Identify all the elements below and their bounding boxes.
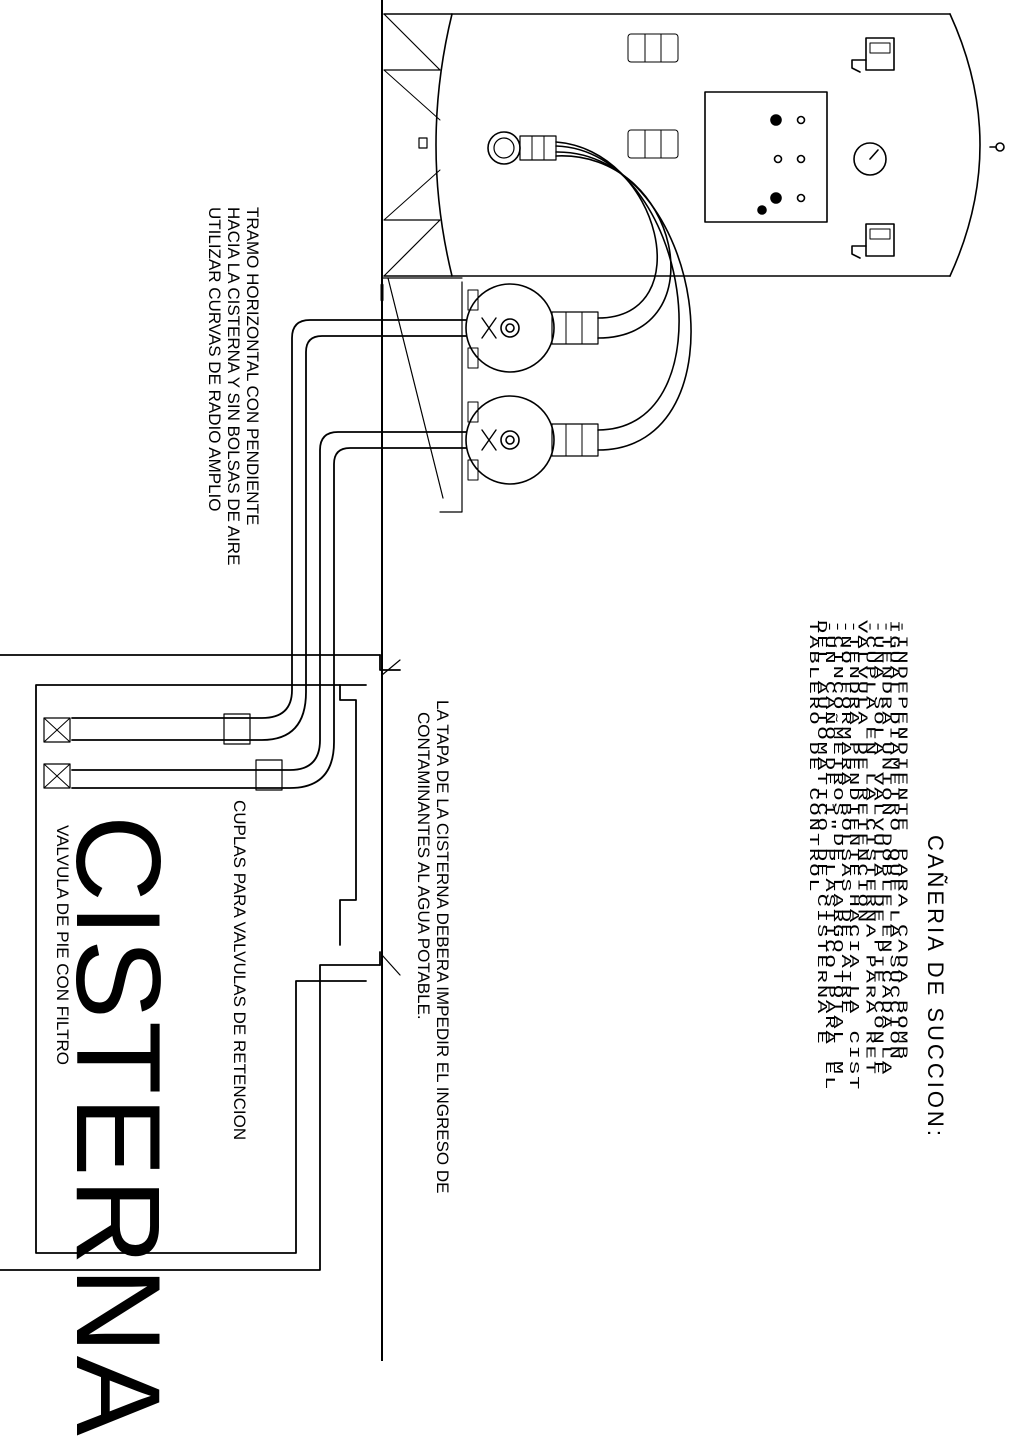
spec-lines: -INDEPENDIENTE PARA CADA BOMB IGUAL DIAM… (806, 620, 910, 1091)
discharge-hoses (555, 141, 692, 451)
pump-bottom (465, 395, 599, 485)
tapa-line-2: CONTAMINANTES AL AGUA POTABLE. (414, 712, 433, 1020)
tapa-line-1: LA TAPA DE LA CISTERNA DEBERA IMPEDIR EL… (433, 700, 452, 1194)
tramo-line-2: HACIA LA CISTERNA Y SIN BOLSAS DE AIRE (224, 207, 243, 566)
cistern-tank (0, 654, 401, 1271)
cuplas-label: CUPLAS PARA VALVULAS DE RETENCION (230, 800, 249, 1141)
pump-top (465, 283, 599, 373)
valvula-pie-label: VALVULA DE PIE CON FILTRO (53, 825, 72, 1065)
pressure-tank (383, 13, 1005, 277)
tapa-note: LA TAPA DE LA CISTERNA DEBERA IMPEDIR EL… (414, 700, 452, 1193)
cisterna-title: CISTERNA (51, 815, 185, 1438)
suction-pipes (43, 319, 467, 791)
tramo-note: TRAMO HORIZONTAL CON PENDIENTE HACIA LA … (205, 207, 262, 565)
tramo-line-3: UTILIZAR CURVAS DE RADIO AMPLIO (205, 207, 224, 512)
electric-box-top (851, 37, 895, 73)
pressure-gauge (853, 142, 887, 176)
tramo-line-1: TRAMO HORIZONTAL CON PENDIENTE (243, 207, 262, 526)
electric-box-bottom (851, 223, 895, 259)
diagram-drawing (0, 0, 1005, 1361)
control-panel (704, 91, 828, 223)
spec-title: CAÑERIA DE SUCCION: (923, 835, 948, 1139)
